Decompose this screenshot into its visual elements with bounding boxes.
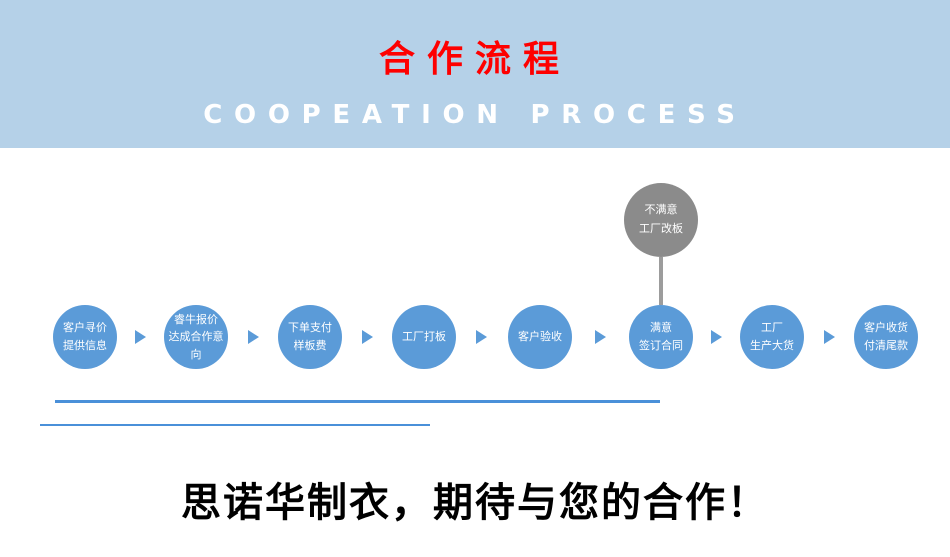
flow-step-inquiry: 客户寻价 提供信息 xyxy=(53,305,117,369)
arrow-right-icon xyxy=(711,330,722,344)
arrow-right-icon xyxy=(362,330,373,344)
arrow-right-icon xyxy=(476,330,487,344)
flow-step-factory-sample: 工厂打板 xyxy=(392,305,456,369)
flow-step-order-payment: 下单支付 样板费 xyxy=(278,305,342,369)
footer-slogan: 思诺华制衣，期待与您的合作！ xyxy=(181,480,769,526)
flow-step-sign-contract: 满意 签订合同 xyxy=(629,305,693,369)
banner-subtitle: COOPEATION PROCESS xyxy=(203,100,747,130)
flow-step-label: 工厂 生产大货 xyxy=(750,321,794,352)
branch-connector-line xyxy=(659,257,663,305)
flow-step-receive-goods: 客户收货 付清尾款 xyxy=(854,305,918,369)
flow-step-bulk-production: 工厂 生产大货 xyxy=(740,305,804,369)
decorative-line-primary xyxy=(55,400,660,403)
flow-step-label: 下单支付 样板费 xyxy=(288,321,332,352)
arrow-right-icon xyxy=(248,330,259,344)
banner: 合作流程 COOPEATION PROCESS xyxy=(0,0,950,148)
decorative-line-secondary xyxy=(40,424,430,426)
flow-branch-label: 不满意 工厂改板 xyxy=(639,203,683,235)
flow-branch-node-unsatisfied: 不满意 工厂改板 xyxy=(624,183,698,257)
flow-step-customer-acceptance: 客户验收 xyxy=(508,305,572,369)
flow-step-label: 工厂打板 xyxy=(402,330,446,344)
flow-step-label: 睿牛报价 达成合作意向 xyxy=(168,312,224,361)
flow-step-label: 客户寻价 提供信息 xyxy=(63,321,107,352)
flow-step-label: 满意 签订合同 xyxy=(639,321,683,352)
arrow-right-icon xyxy=(135,330,146,344)
arrow-right-icon xyxy=(824,330,835,344)
banner-title: 合作流程 xyxy=(378,39,571,80)
arrow-right-icon xyxy=(595,330,606,344)
flow-step-label: 客户收货 付清尾款 xyxy=(864,321,908,352)
flow-step-quote: 睿牛报价 达成合作意向 xyxy=(164,305,228,369)
flow-diagram: 不满意 工厂改板 客户寻价 提供信息 睿牛报价 达成合作意向 下单支付 样板费 … xyxy=(0,148,950,448)
flow-step-label: 客户验收 xyxy=(518,330,562,344)
